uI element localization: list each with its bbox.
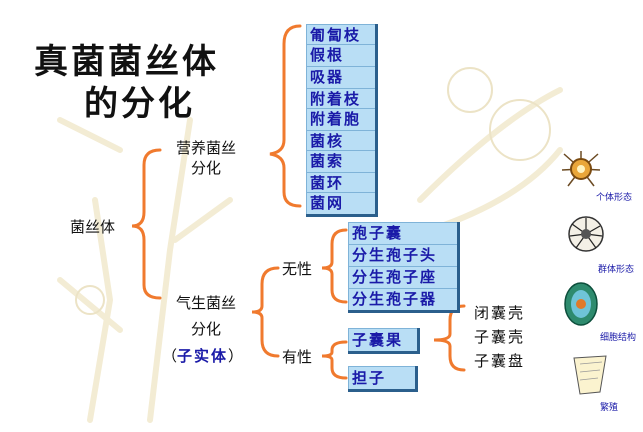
aerial-note: （子实体） — [162, 345, 243, 366]
sexual-label: 有性 — [282, 348, 313, 366]
side-caption-2: 细胞结构 — [600, 333, 637, 343]
aerial-label-line-1: 气生菌丝 — [175, 294, 236, 312]
vegetative-brace — [269, 24, 302, 208]
root-label: 菌丝体 — [70, 218, 116, 236]
cell-structure-image — [564, 282, 598, 326]
aerial-brace — [251, 266, 280, 358]
ascocarp-type-0: 闭囊壳 — [474, 304, 526, 322]
reproduction-image — [573, 355, 607, 395]
aerial-label-line-2: 分化 — [190, 320, 221, 338]
title-line-2: 的分化 — [84, 84, 195, 124]
side-caption-1: 群体形态 — [598, 265, 635, 275]
ascocarp-type-1: 子囊壳 — [474, 328, 526, 346]
side-caption-3: 繁殖 — [600, 403, 619, 413]
ascocarp-brace — [433, 304, 466, 372]
ascocarp-type-2: 子囊盘 — [474, 352, 526, 370]
sexual-item-1: 担子 — [348, 366, 418, 392]
asexual-item-3: 分生孢子器 — [348, 288, 460, 313]
vegetative-label-line-1: 营养菌丝 — [175, 139, 236, 157]
sexual-item-0: 子囊果 — [348, 328, 420, 354]
note-open: （ — [162, 347, 178, 365]
asexual-brace — [321, 228, 348, 304]
root-brace — [131, 148, 162, 300]
vegetative-label-line-2: 分化 — [190, 159, 221, 177]
sexual-brace — [321, 340, 348, 380]
vegetative-item-2: 吸器 — [306, 66, 378, 91]
asexual-label: 无性 — [282, 260, 313, 278]
side-caption-0: 个体形态 — [596, 193, 633, 203]
colony-morphology-image — [568, 216, 604, 252]
vegetative-item-8: 菌网 — [306, 192, 378, 217]
individual-morphology-image — [561, 151, 601, 187]
note-close: ） — [228, 347, 244, 365]
title-line-1: 真菌菌丝体 — [34, 42, 219, 82]
note-text: 子实体 — [177, 347, 229, 365]
